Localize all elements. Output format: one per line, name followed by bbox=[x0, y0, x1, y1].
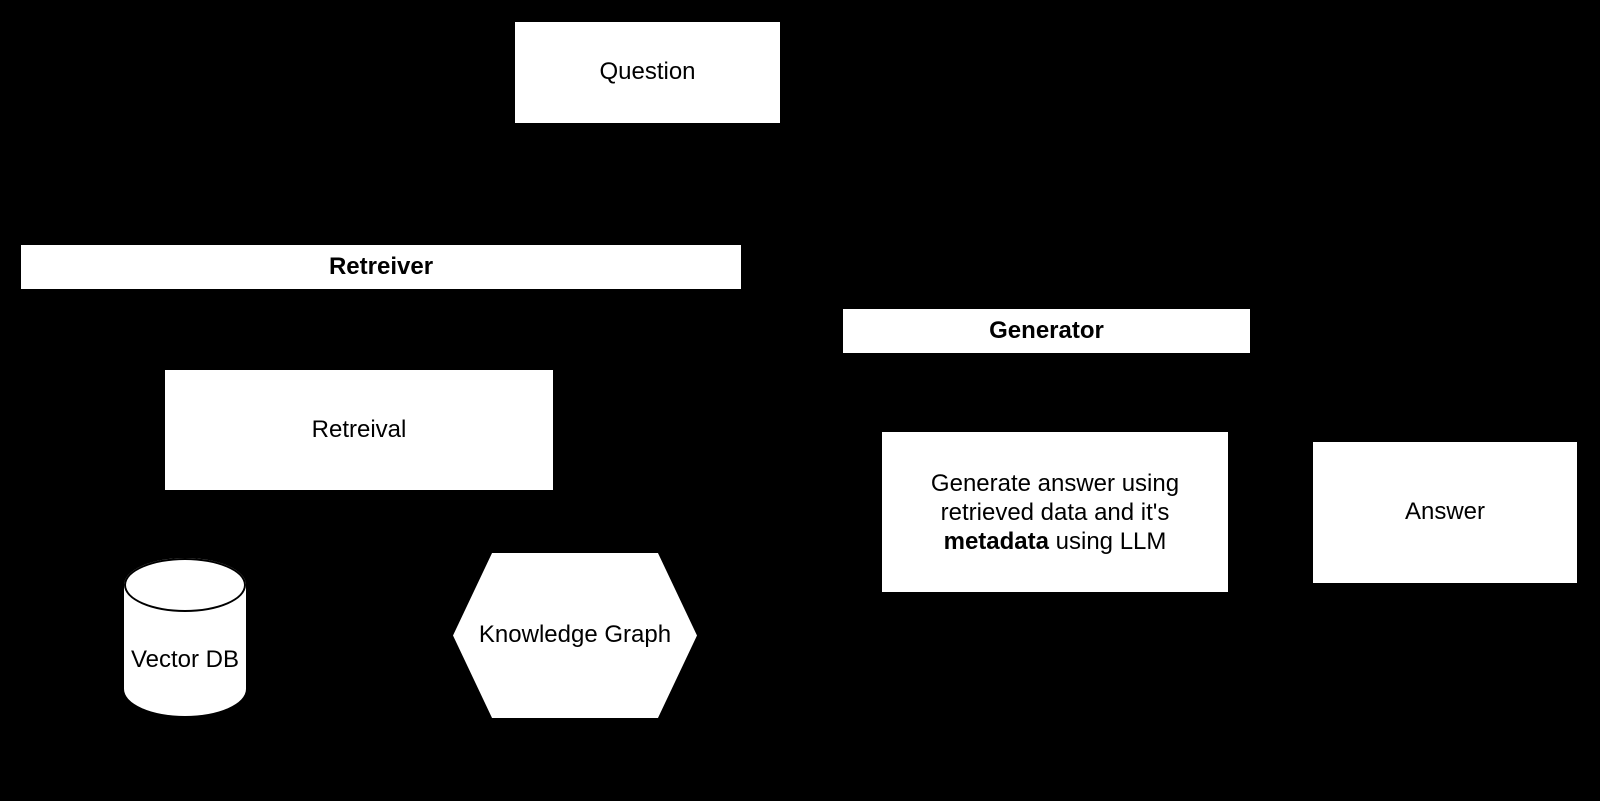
generate-answer-line3-rest: using LLM bbox=[1048, 527, 1167, 555]
knowledge-graph-node: Knowledge Graph bbox=[453, 553, 697, 718]
generator-header-label: Generator bbox=[989, 316, 1104, 344]
generate-answer-line3-bold: metadata bbox=[943, 527, 1049, 555]
retriever-header-bar: Retreiver bbox=[21, 245, 741, 289]
question-node: Question bbox=[515, 22, 780, 123]
retrieval-node: Retreival bbox=[165, 370, 553, 490]
database-cylinder-top-ellipse bbox=[124, 558, 246, 612]
answer-node: Answer bbox=[1313, 442, 1577, 583]
generator-header-bar: Generator bbox=[843, 309, 1250, 353]
answer-label: Answer bbox=[1404, 498, 1486, 526]
generate-answer-line1: Generate answer using bbox=[930, 469, 1180, 497]
vector-db-node: Vector DB bbox=[124, 558, 246, 716]
generate-answer-line3: metadata using LLM bbox=[944, 527, 1167, 556]
question-label: Question bbox=[599, 58, 696, 86]
generate-answer-node: Generate answer using retrieved data and… bbox=[882, 432, 1228, 592]
generate-answer-line2: retrieved data and it's bbox=[940, 498, 1170, 526]
vector-db-label: Vector DB bbox=[130, 646, 240, 673]
retriever-header-label: Retreiver bbox=[328, 252, 434, 280]
retrieval-label: Retreival bbox=[311, 415, 407, 443]
generate-answer-text: Generate answer using retrieved data and… bbox=[931, 469, 1179, 556]
knowledge-graph-label: Knowledge Graph bbox=[478, 621, 672, 649]
